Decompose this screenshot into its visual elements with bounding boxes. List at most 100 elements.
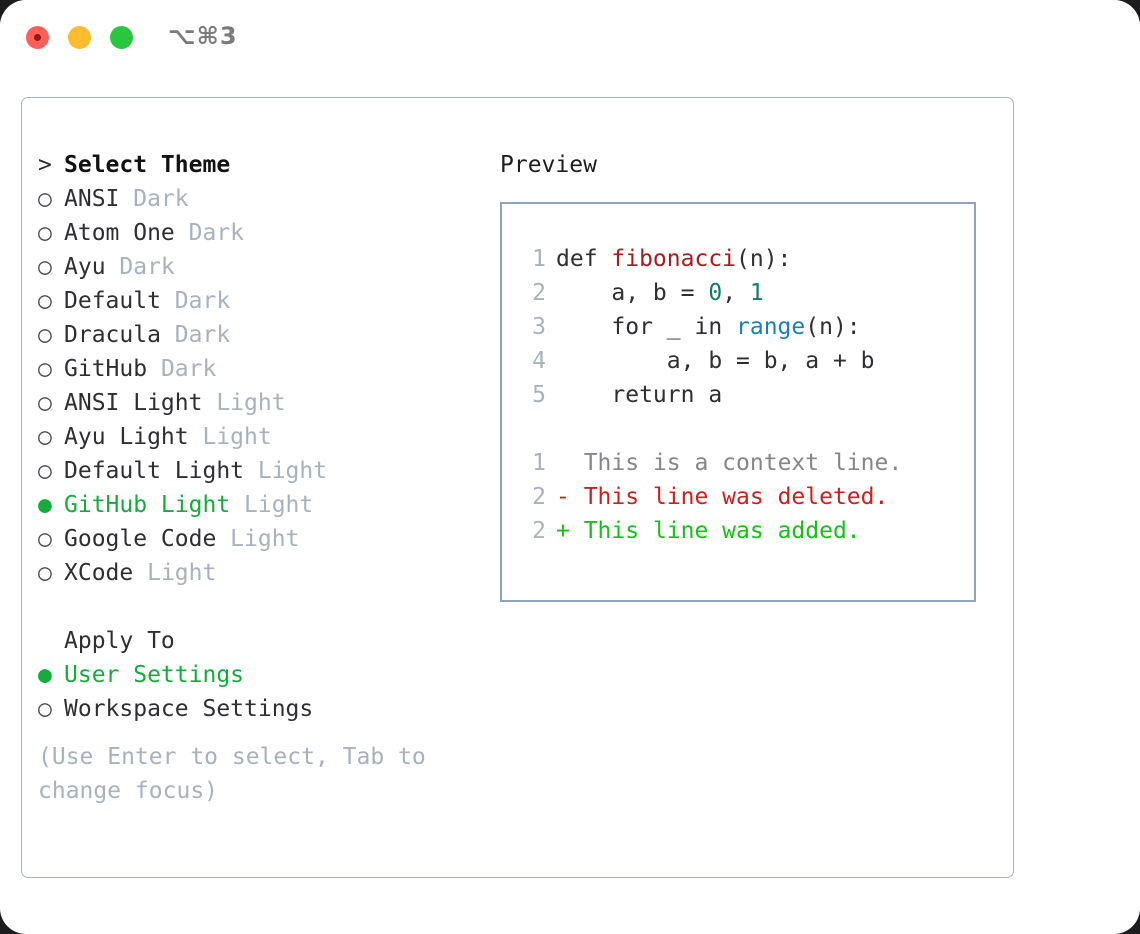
- theme-item-label: Google Code: [64, 526, 217, 552]
- code-token-plain: a, b =: [556, 280, 709, 306]
- code-token-plain: (n):: [736, 246, 792, 272]
- diff-text: This line was added.: [569, 518, 861, 544]
- theme-item-variant: Light: [244, 458, 328, 484]
- theme-item-variant: Light: [133, 560, 217, 586]
- line-number: 3: [532, 314, 546, 340]
- radio-unselected-icon: ○: [38, 390, 52, 416]
- diff-marker: +: [556, 518, 570, 544]
- code-token-plain: a, b = b, a + b: [556, 348, 875, 374]
- code-diff-gap: [520, 412, 974, 446]
- radio-unselected-icon: ○: [38, 288, 52, 314]
- theme-item-variant: Dark: [160, 288, 231, 314]
- apply-to-item-workspace-settings[interactable]: ○Workspace Settings: [38, 692, 468, 726]
- apply-to-list: ● User Settings ○Workspace Settings: [38, 658, 468, 726]
- theme-item-label: ANSI Light: [64, 390, 203, 416]
- theme-item-atom-one[interactable]: ○ Atom One Dark: [38, 216, 468, 250]
- theme-item-variant: Dark: [105, 254, 175, 280]
- preview-title: Preview: [500, 152, 597, 178]
- theme-item-label: Dracula: [64, 322, 161, 348]
- code-token-plain: for _ in: [556, 314, 737, 340]
- radio-unselected-icon: ○: [38, 220, 52, 246]
- theme-item-label: Default: [64, 288, 161, 314]
- diff-marker: [556, 450, 570, 476]
- diff-line: 2- This line was deleted.: [520, 480, 974, 514]
- title-bar: ⌥⌘3: [0, 0, 1140, 78]
- apply-to-item-user-settings[interactable]: ● User Settings: [38, 658, 468, 692]
- theme-item-default[interactable]: ○ Default Dark: [38, 284, 468, 318]
- radio-unselected-icon: ○: [38, 560, 52, 586]
- main-panel: >Select Theme ○ANSI Dark○Atom One Dark○A…: [21, 97, 1014, 878]
- diff-line: 2 + This line was added.: [520, 514, 974, 548]
- code-line: 2 a, b = 0, 1: [520, 276, 974, 310]
- radio-unselected-icon: ○: [38, 356, 52, 382]
- code-line: 1 def fibonacci(n):: [520, 242, 974, 276]
- theme-item-variant: Dark: [160, 322, 231, 348]
- apply-to-item-label: User Settings: [64, 662, 245, 688]
- theme-item-ayu-light[interactable]: ○Ayu Light Light: [38, 420, 468, 454]
- code-token-num: 1: [749, 280, 764, 306]
- code-token-plain: ,: [722, 280, 750, 306]
- code-token-call: range: [736, 314, 806, 340]
- theme-item-variant: Dark: [147, 356, 217, 382]
- theme-item-google-code[interactable]: ○ Google Code Light: [38, 522, 468, 556]
- radio-selected-icon: ●: [38, 492, 52, 518]
- list-spacer: [38, 590, 468, 624]
- theme-item-ansi[interactable]: ○ ANSI Dark: [38, 182, 468, 216]
- theme-item-xcode[interactable]: ○ XCode Light: [38, 556, 468, 590]
- theme-list: ○ ANSI Dark ○ Atom One Dark ○ Ayu Dark ○ Defaul…: [38, 182, 468, 590]
- window-controls: [26, 26, 133, 49]
- code-token-num: 0: [708, 280, 723, 306]
- theme-picker: >Select Theme ○ANSI Dark○Atom One Dark○A…: [38, 148, 468, 808]
- line-number: 1: [532, 450, 546, 476]
- code-line: 4 a, b = b, a + b: [520, 344, 974, 378]
- apply-to-item-label: Workspace Settings: [64, 696, 314, 722]
- diff-sample: 1 This is a context line.2- This line wa…: [520, 446, 974, 548]
- theme-item-label: Atom One: [64, 220, 175, 246]
- close-button[interactable]: [26, 26, 49, 49]
- theme-item-label: Ayu: [64, 254, 106, 280]
- apply-to-title: Apply To: [64, 628, 175, 654]
- select-theme-title: Select Theme: [64, 152, 231, 178]
- line-number: 5: [532, 382, 546, 408]
- theme-item-default-light[interactable]: ○ Default Light Light: [38, 454, 468, 488]
- theme-item-label: GitHub: [64, 356, 148, 382]
- code-token-fn: fibonacci: [611, 246, 737, 272]
- theme-item-label: Default Light: [64, 458, 245, 484]
- line-number: 4: [532, 348, 546, 374]
- theme-item-variant: Light: [216, 526, 300, 552]
- radio-unselected-icon: ○: [38, 254, 52, 280]
- line-number: 2: [532, 518, 546, 544]
- code-token-plain: def: [556, 246, 612, 272]
- theme-item-label: ANSI: [64, 186, 120, 212]
- radio-selected-icon: ●: [38, 662, 52, 688]
- keyboard-hint: (Use Enter to select, Tab to change focu…: [38, 744, 426, 804]
- theme-item-variant: Light: [188, 424, 272, 450]
- diff-marker: -: [556, 484, 570, 510]
- theme-item-variant: Dark: [174, 220, 245, 246]
- code-line: 3 for _ in range(n):: [520, 310, 974, 344]
- minimize-button[interactable]: [68, 26, 91, 49]
- theme-item-github[interactable]: ○ GitHub Dark: [38, 352, 468, 386]
- zoom-button[interactable]: [110, 26, 133, 49]
- theme-item-ansi-light[interactable]: ○ANSI Light Light: [38, 386, 468, 420]
- theme-item-variant: Dark: [119, 186, 189, 212]
- theme-item-github-light[interactable]: ●GitHub Light Light: [38, 488, 468, 522]
- theme-item-dracula[interactable]: ○ Dracula Dark: [38, 318, 468, 352]
- radio-unselected-icon: ○: [38, 526, 52, 552]
- line-number: 2: [532, 484, 546, 510]
- radio-unselected-icon: ○: [38, 186, 52, 212]
- apply-to-header: Apply To: [38, 624, 468, 658]
- code-token-plain: return a: [556, 382, 723, 408]
- radio-unselected-icon: ○: [38, 322, 52, 348]
- theme-item-ayu[interactable]: ○ Ayu Dark: [38, 250, 468, 284]
- radio-unselected-icon: ○: [38, 458, 52, 484]
- theme-item-label: Ayu Light: [64, 424, 189, 450]
- keyboard-shortcut-label: ⌥⌘3: [168, 22, 238, 50]
- theme-item-label: XCode: [64, 560, 134, 586]
- line-number: 1: [532, 246, 546, 272]
- line-number: 2: [532, 280, 546, 306]
